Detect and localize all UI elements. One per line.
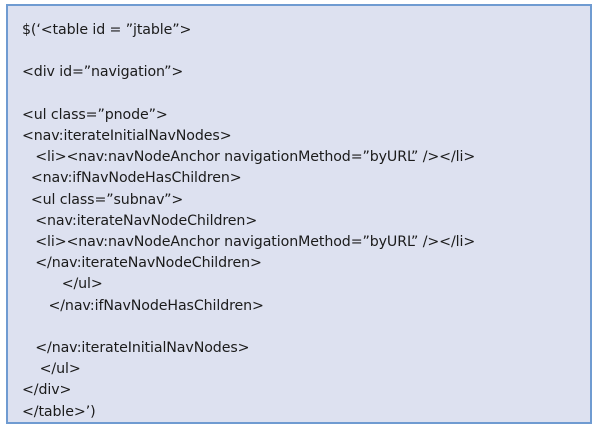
code-line: </ul> [22, 276, 103, 293]
code-block[interactable]: $(‘<table id = ”jtable”> <div id=”naviga… [8, 6, 590, 422]
code-line: </ul> [22, 361, 81, 378]
code-line: </nav:iterateInitialNavNodes> [22, 340, 250, 357]
code-line: </div> [22, 382, 72, 399]
code-line: <nav:iterateInitialNavNodes> [22, 128, 232, 145]
code-line: </nav:iterateNavNodeChildren> [22, 255, 262, 272]
code-line: <li><nav:navNodeAnchor navigationMethod=… [22, 234, 476, 251]
code-line: <li><nav:navNodeAnchor navigationMethod=… [22, 149, 476, 166]
code-line: <ul class=”pnode”> [22, 106, 168, 123]
code-line: <div id=”navigation”> [22, 64, 184, 81]
code-line: </nav:ifNavNodeHasChildren> [22, 297, 264, 314]
code-line: <ul class=”subnav”> [22, 191, 184, 208]
code-line: $(‘<table id = ”jtable”> [22, 22, 192, 38]
code-line: <nav:ifNavNodeHasChildren> [22, 170, 242, 187]
code-snippet-panel: $(‘<table id = ”jtable”> <div id=”naviga… [6, 4, 592, 424]
code-line: </table>’) [22, 403, 96, 420]
code-line: <nav:iterateNavNodeChildren> [22, 212, 258, 229]
